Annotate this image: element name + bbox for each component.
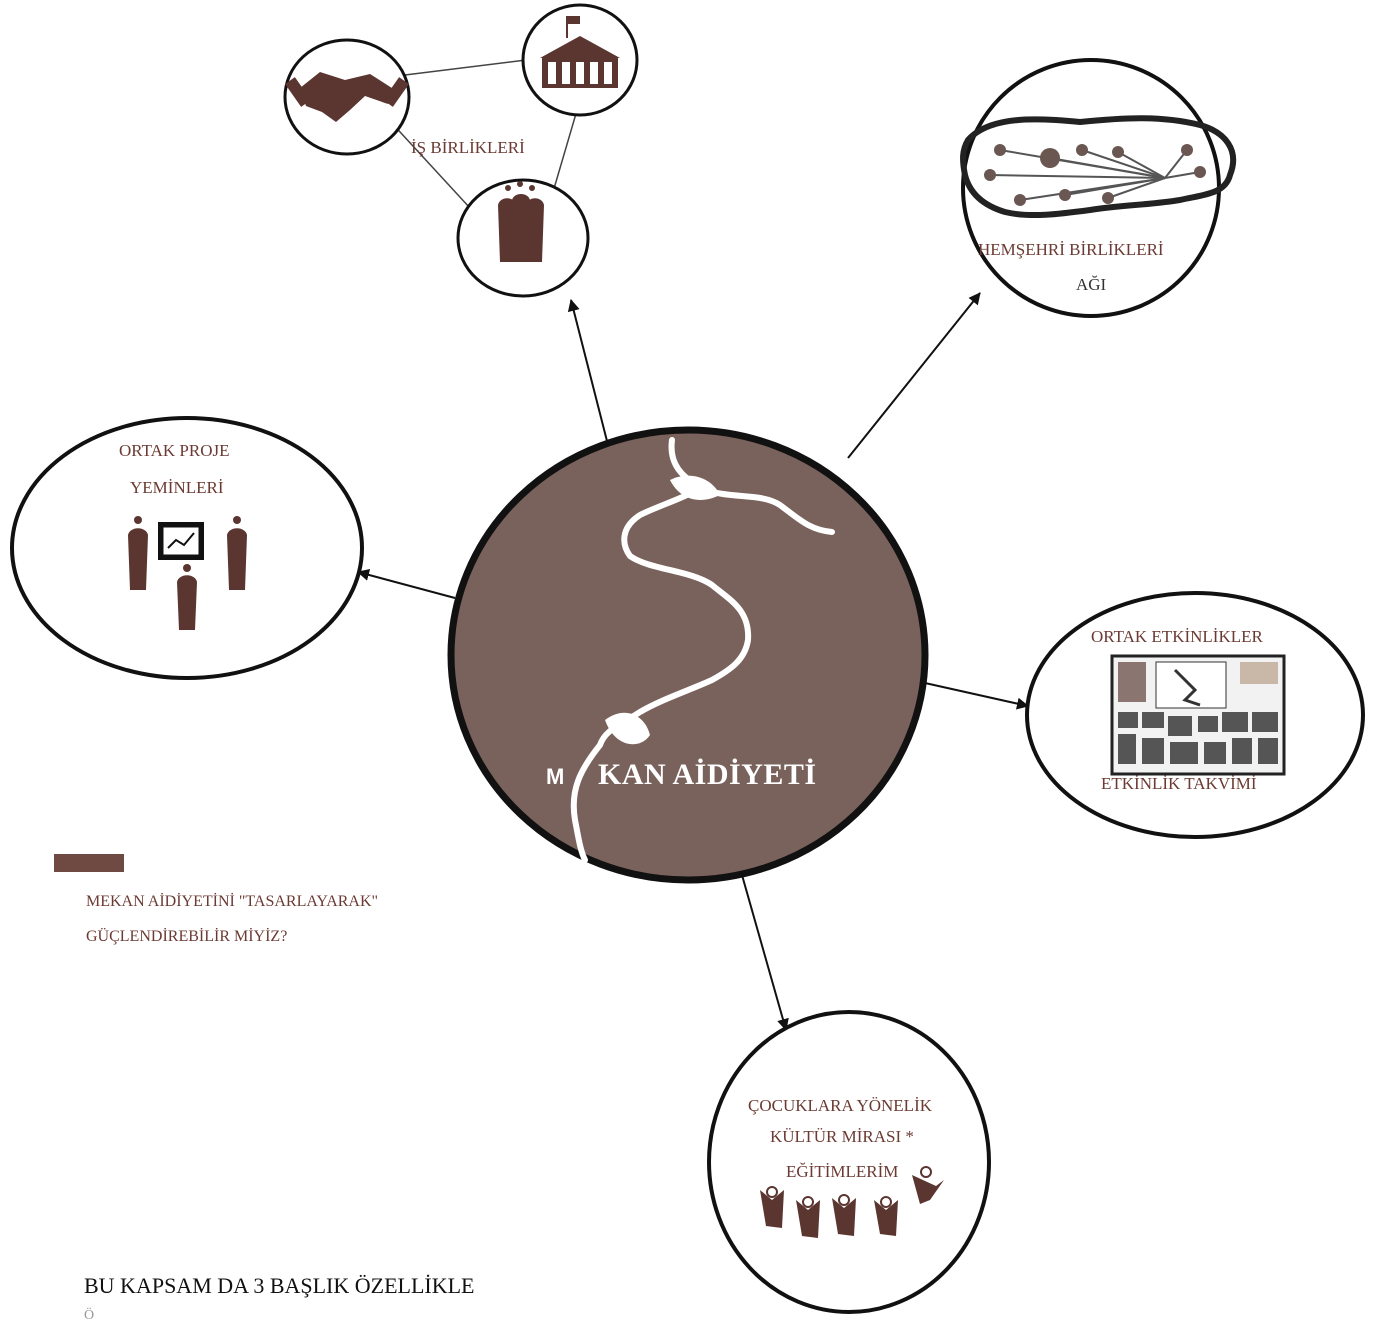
handshake-icon [285,72,409,122]
townsmen-label-line1: HEMŞEHRİ BİRLİKLERİ [978,240,1164,259]
turkey-map-network-icon [960,115,1237,219]
arrow-to-partnerships [567,299,609,446]
events-label-line1: ORTAK ETKİNLİKLER [1091,627,1263,646]
events-node [1025,591,1365,839]
hub-title: KAN AİDİYETİ [598,758,817,791]
townsmen-node [960,58,1237,318]
footer-cut-text: Ö [84,1308,95,1323]
oaths-node [10,416,364,680]
children-label-line2: KÜLTÜR MİRASI * [770,1127,914,1146]
legend-swatch [54,854,124,872]
children-label-line1: ÇOCUKLARA YÖNELİK [748,1096,933,1115]
arrow-to-children [739,867,789,1031]
oaths-label-line1: ORTAK PROJE [119,441,230,460]
legend-text-line2: GÜÇLENDİREBİLİR MİYİZ? [86,928,288,945]
group-people-icon [498,181,544,262]
townsmen-label-line2: AĞI [1076,275,1107,294]
arrow-to-oaths [357,569,456,599]
children-icon [760,1166,944,1238]
river-map-shape [570,437,835,863]
children-node [707,1010,991,1314]
presentation-icon [128,516,247,630]
arrow-to-townsmen [847,292,981,459]
hub-node [447,426,929,884]
partnerships-label: İŞ BİRLİKLERİ [411,138,525,157]
events-label-line2: ETKİNLİK TAKVİMİ [1101,774,1257,793]
event-calendar-icon [1110,654,1286,776]
legend-text-line1: MEKAN AİDİYETİNİ "TASARLAYARAK" [86,893,379,910]
courthouse-icon [540,16,620,88]
hub-badge: M [546,764,565,789]
arrow-to-events [924,682,1029,710]
hub-arrows [357,292,1029,1031]
children-label-line3: EĞİTİMLERİM [786,1162,899,1181]
footer-text: BU KAPSAM DA 3 BAŞLIK ÖZELLİKLE [84,1273,475,1298]
oaths-label-line2: YEMİNLERİ [130,478,224,497]
partnerships-node [283,3,639,298]
